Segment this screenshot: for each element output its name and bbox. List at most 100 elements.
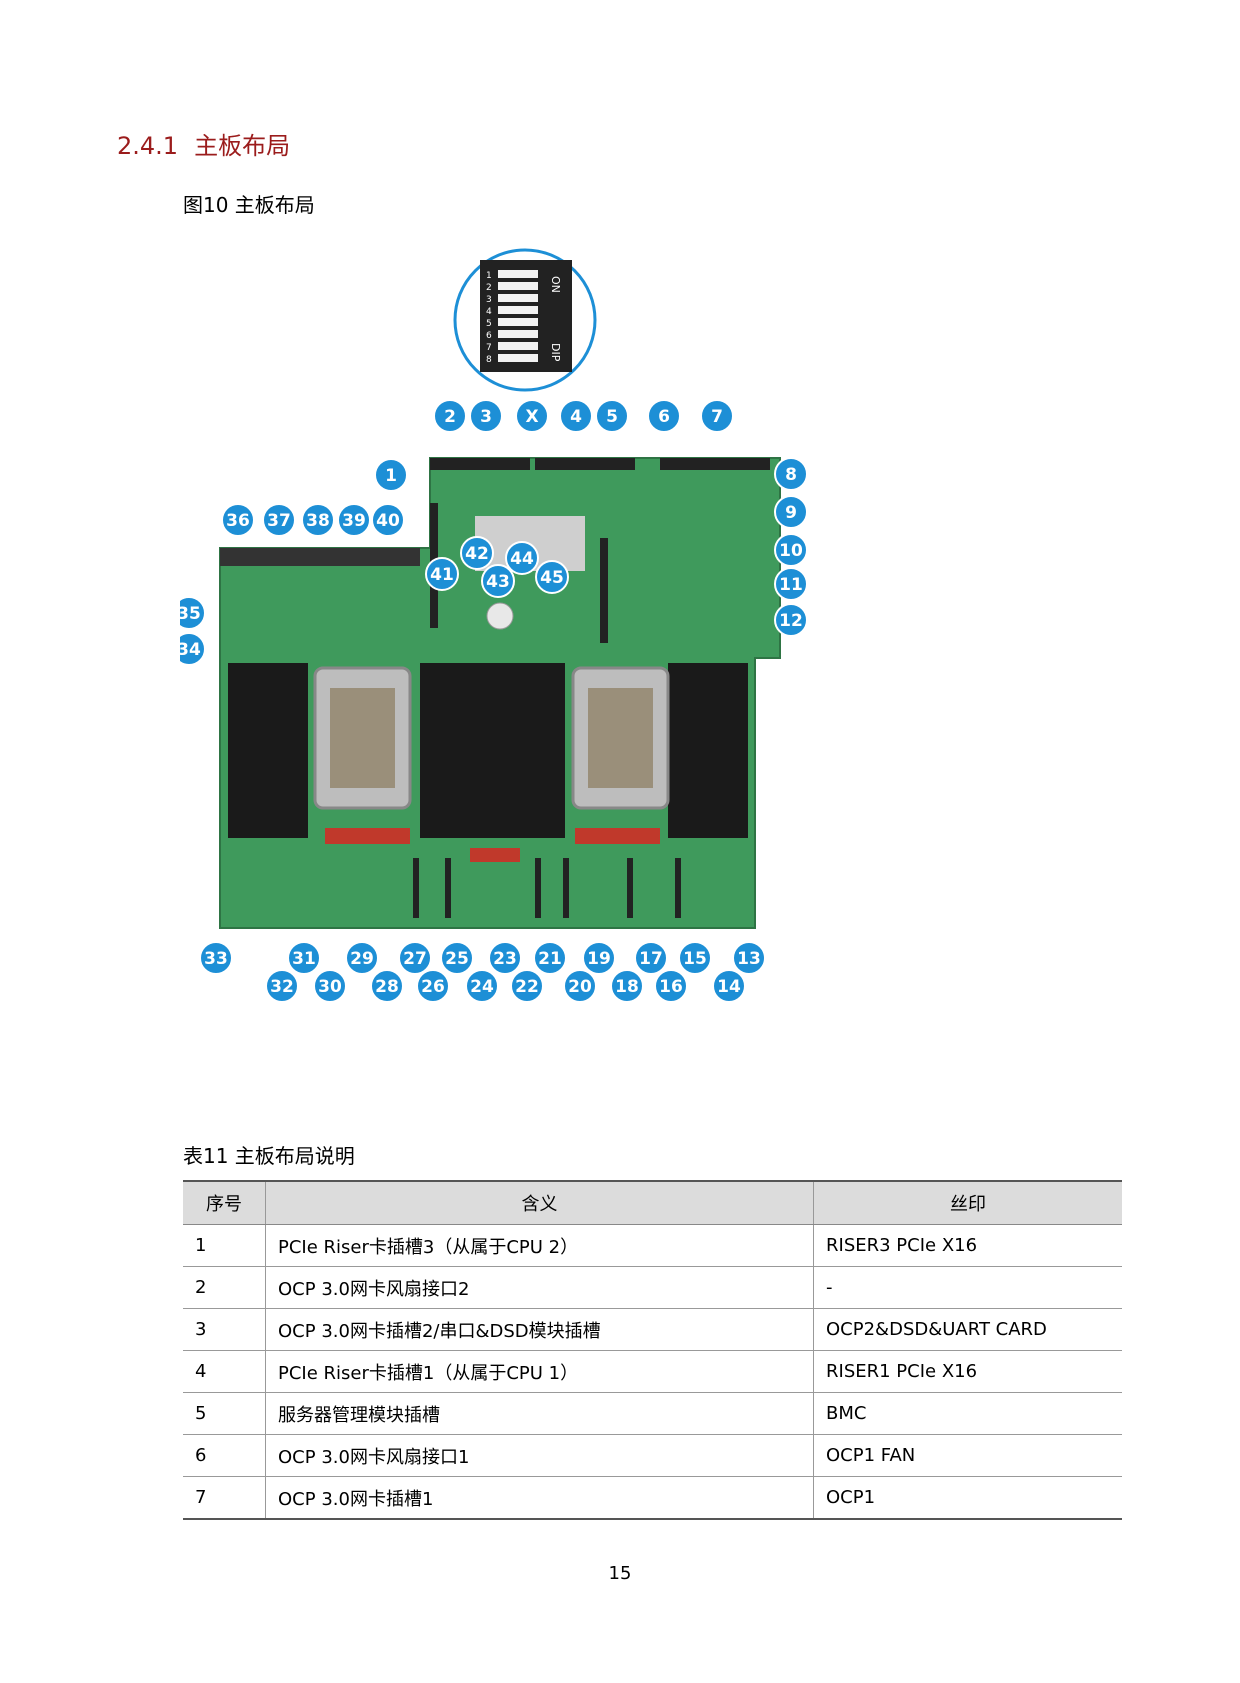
dip-switch-slot	[498, 306, 538, 314]
callout-circle	[313, 969, 347, 1003]
cell-silkscreen: OCP1 FAN	[813, 1434, 1122, 1477]
callout-label: 14	[717, 977, 741, 997]
callout-circle	[505, 541, 539, 575]
callout-circle	[678, 941, 712, 975]
callout-circle	[610, 969, 644, 1003]
callout-circle	[559, 399, 593, 433]
dip-switch-slot	[498, 294, 538, 302]
callout-circle	[481, 564, 515, 598]
callout-label: 41	[430, 565, 454, 585]
callout-label: 24	[470, 977, 494, 997]
callout-label: 4	[570, 407, 582, 427]
dip-position-label: 4	[486, 307, 492, 317]
callout-label: 28	[375, 977, 399, 997]
callout-circle	[488, 941, 522, 975]
cell-meaning: 服务器管理模块插槽	[265, 1392, 814, 1435]
callout-label: 25	[445, 949, 469, 969]
callout-circle	[647, 399, 681, 433]
figure-caption: 图10 主板布局	[183, 193, 315, 217]
cell-index: 4	[183, 1350, 266, 1393]
cell-silkscreen: BMC	[813, 1392, 1122, 1435]
cell-index: 1	[183, 1224, 266, 1267]
callout-label: 29	[350, 949, 374, 969]
callout-circle	[345, 941, 379, 975]
callout-circle	[634, 941, 668, 975]
cell-index: 7	[183, 1476, 266, 1520]
page-number: 15	[608, 1563, 632, 1584]
cell-silkscreen: OCP2&DSD&UART CARD	[813, 1308, 1122, 1351]
callout-circle	[265, 969, 299, 1003]
header-meaning: 含义	[265, 1180, 814, 1225]
cell-meaning: PCIe Riser卡插槽3（从属于CPU 2）	[265, 1224, 814, 1267]
table-caption: 表11 主板布局说明	[183, 1144, 355, 1168]
callout-label: 12	[779, 611, 803, 631]
cell-index: 3	[183, 1308, 266, 1351]
callout-label: 45	[540, 568, 564, 588]
callout-label: 30	[318, 977, 342, 997]
callout-label: 17	[639, 949, 663, 969]
cell-meaning: OCP 3.0网卡风扇接口2	[265, 1266, 814, 1309]
dip-position-label: 1	[486, 271, 492, 281]
callout-label: X	[525, 407, 538, 427]
section-title: 主板布局	[194, 132, 291, 160]
callout-circle	[563, 969, 597, 1003]
callout-circle	[774, 495, 808, 529]
callout-label: 6	[658, 407, 670, 427]
callout-label: 20	[568, 977, 592, 997]
callout-label: 11	[779, 575, 803, 595]
callout-label: 44	[510, 549, 534, 569]
callout-label: 36	[226, 511, 250, 531]
callout-circle	[654, 969, 688, 1003]
callout-circle	[287, 941, 321, 975]
callout-label: 22	[515, 977, 539, 997]
callout-circle	[533, 941, 567, 975]
callout-circle	[416, 969, 450, 1003]
callout-circle	[371, 503, 405, 537]
callout-label: 43	[486, 572, 510, 592]
callout-circle	[535, 560, 569, 594]
cell-index: 2	[183, 1266, 266, 1309]
callout-label: 42	[465, 544, 489, 564]
callout-circle	[370, 969, 404, 1003]
cell-meaning: OCP 3.0网卡插槽1	[265, 1476, 814, 1520]
callout-label: 5	[606, 407, 618, 427]
callout-label: 3	[480, 407, 492, 427]
section-number: 2.4.1	[117, 132, 179, 160]
callout-circle	[221, 503, 255, 537]
callout-label: 31	[292, 949, 316, 969]
callout-label: 1	[385, 466, 397, 486]
callout-circle	[774, 457, 808, 491]
callout-label: 16	[659, 977, 683, 997]
callout-label: 37	[267, 511, 291, 531]
callout-circle	[301, 503, 335, 537]
cell-silkscreen: RISER3 PCIe X16	[813, 1224, 1122, 1267]
callout-label: 32	[270, 977, 294, 997]
cell-silkscreen: RISER1 PCIe X16	[813, 1350, 1122, 1393]
cell-index: 6	[183, 1434, 266, 1477]
callout-label: 8	[785, 465, 797, 485]
callout-label: 23	[493, 949, 517, 969]
dip-position-label: 6	[486, 331, 492, 341]
callout-circle	[398, 941, 432, 975]
callout-circle	[774, 603, 808, 637]
header-index: 序号	[183, 1180, 266, 1225]
callout-circle	[425, 557, 459, 591]
dip-switch-slot	[498, 282, 538, 290]
dip-switch-slot	[498, 342, 538, 350]
dip-switch-slot	[498, 330, 538, 338]
callout-label: 33	[204, 949, 228, 969]
callout-label: 7	[711, 407, 723, 427]
dip-position-label: 3	[486, 295, 492, 305]
dip-switch-slot	[498, 354, 538, 362]
callout-circle	[732, 941, 766, 975]
callout-label: 10	[779, 541, 803, 561]
